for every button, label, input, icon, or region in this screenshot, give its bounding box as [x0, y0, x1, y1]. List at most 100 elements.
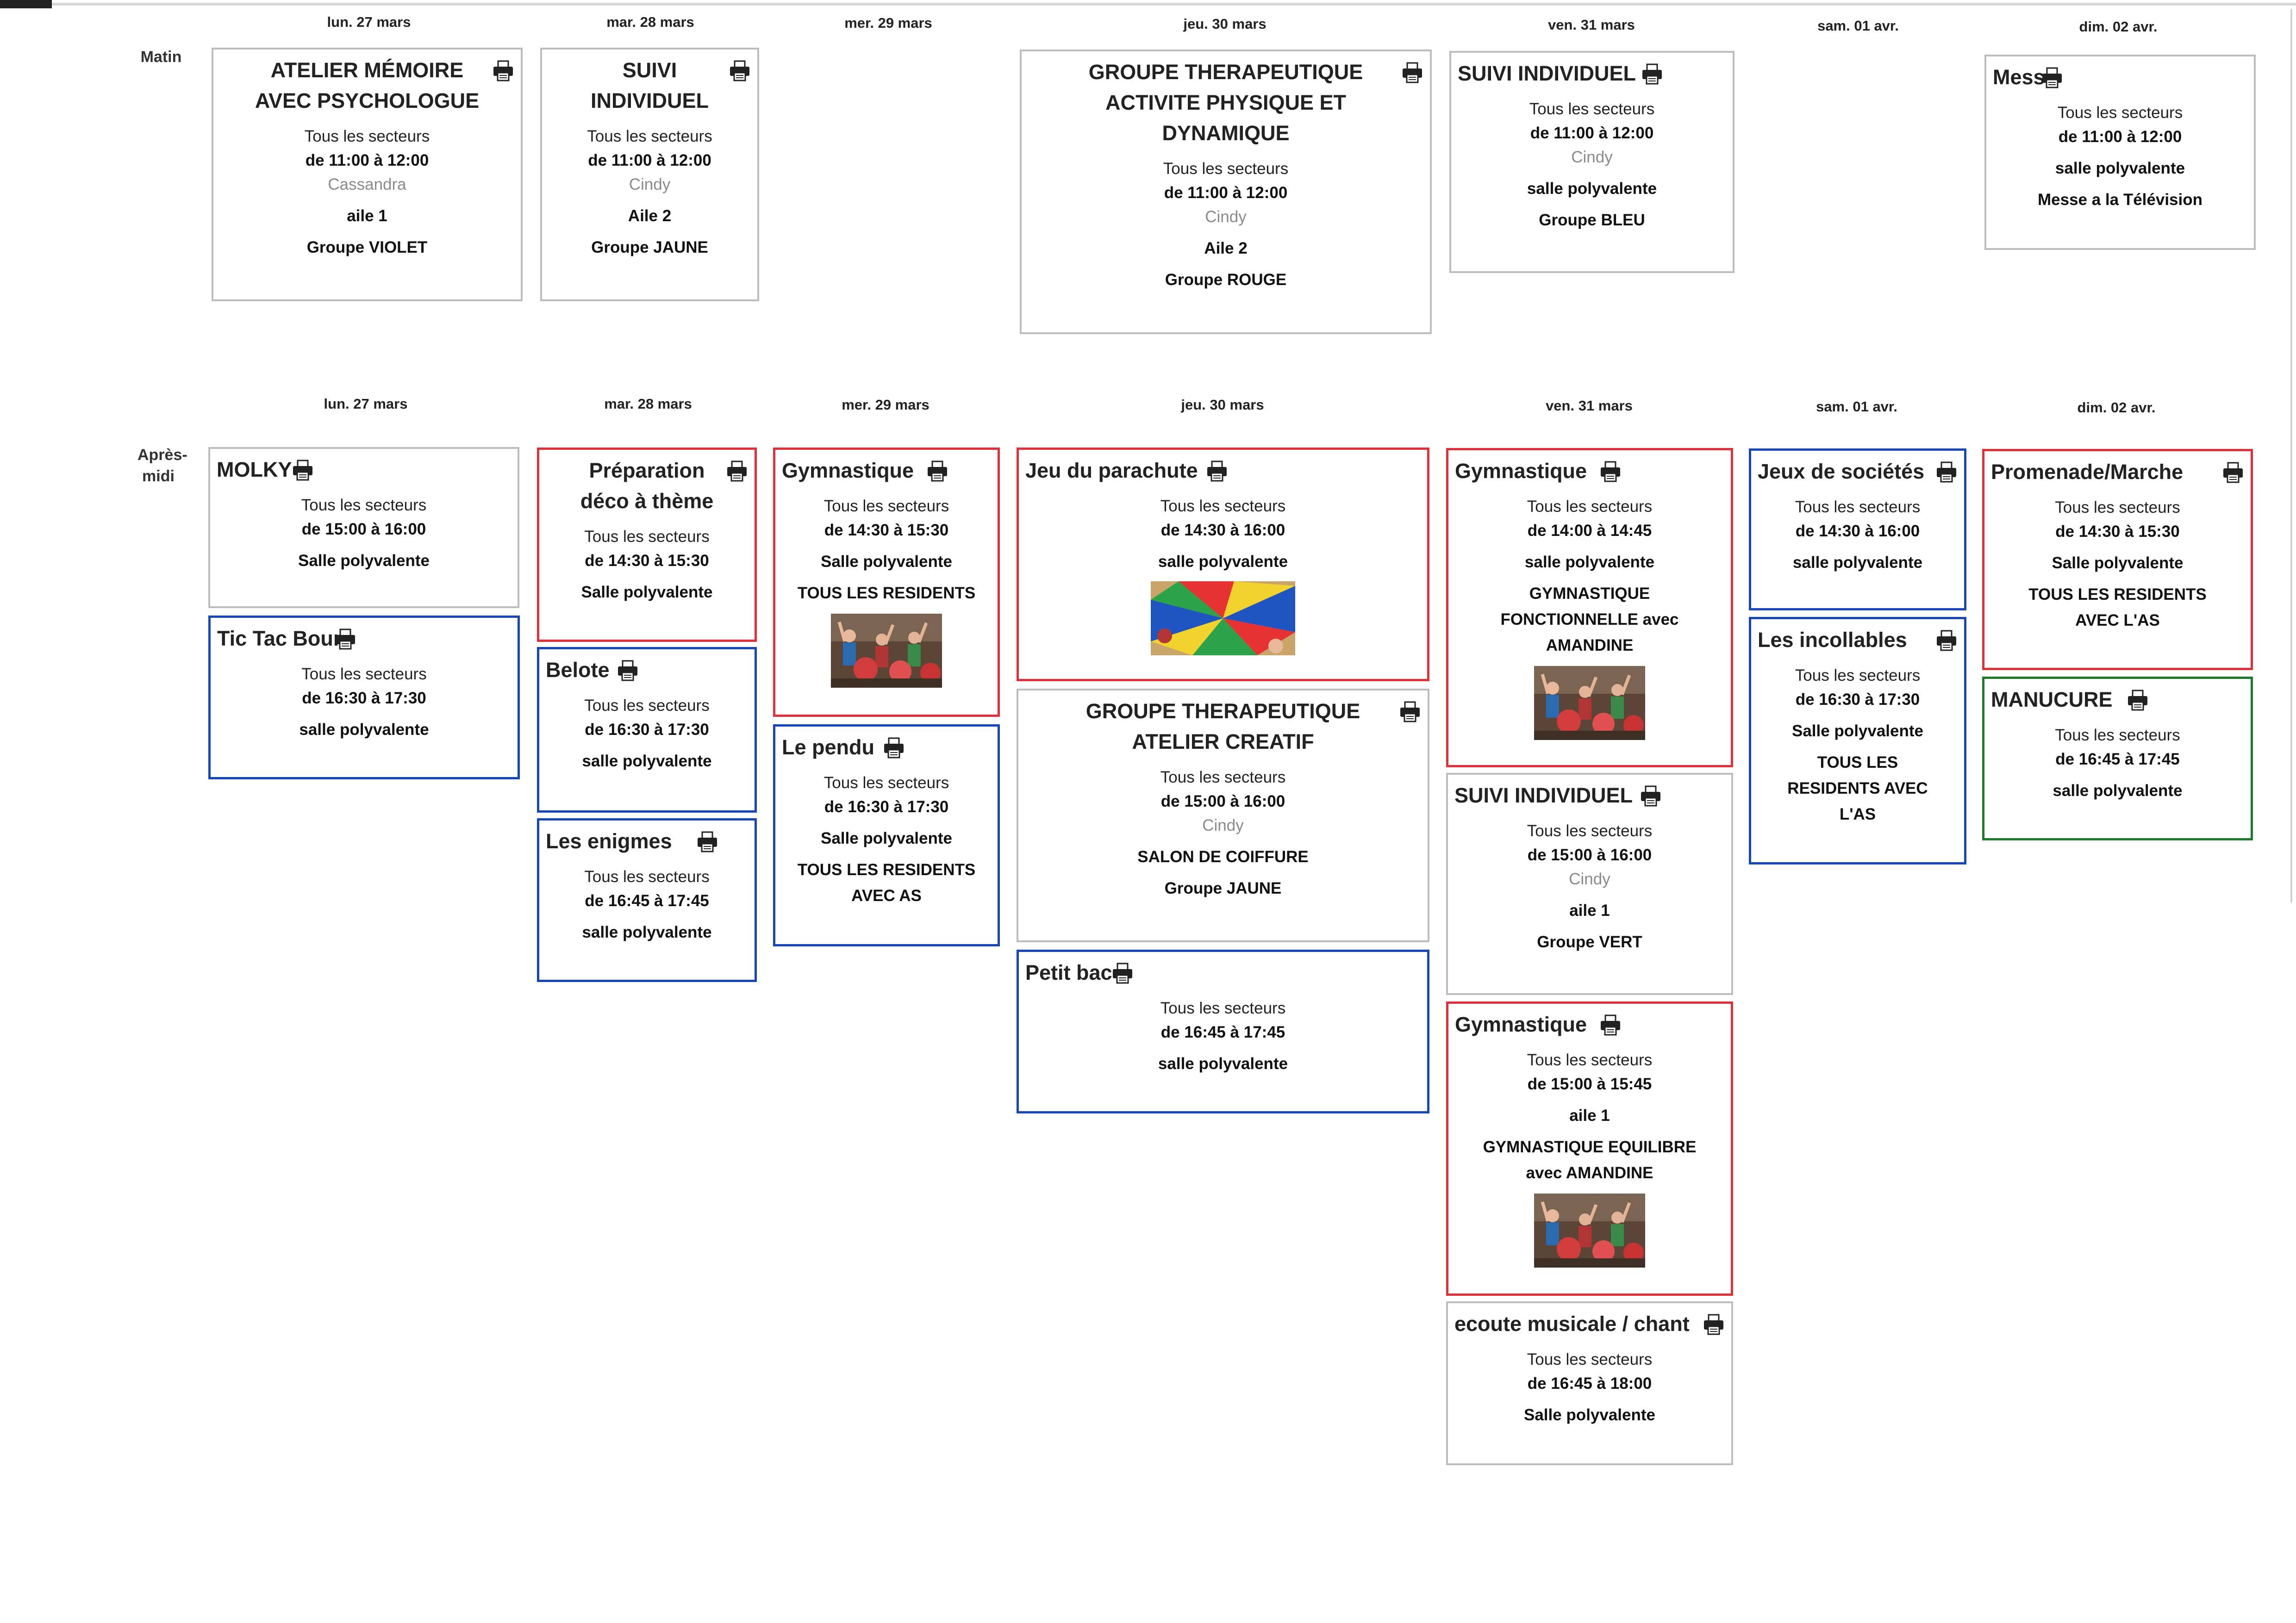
activity-card[interactable]: SUIVI INDIVIDUEL Tous les secteurs de 11… — [540, 48, 759, 301]
activity-place: salle polyvalente — [1524, 553, 1655, 571]
activity-sector: Tous les secteurs — [2057, 104, 2183, 122]
activity-title: Gymnastique — [1455, 1013, 1587, 1036]
activity-title: MANUCURE — [1991, 688, 2113, 711]
activity-group: Groupe BLEU — [1539, 211, 1645, 229]
activity-animator: Cindy — [1205, 208, 1247, 226]
activity-place: salle polyvalente — [1158, 1055, 1288, 1073]
printer-icon[interactable] — [617, 659, 639, 682]
printer-icon[interactable] — [1640, 785, 1662, 807]
printer-icon[interactable] — [1935, 629, 1958, 652]
activity-card[interactable]: Les enigmes Tous les secteurs de 16:45 à… — [537, 818, 757, 982]
printer-icon[interactable] — [492, 60, 514, 82]
scan-top-edge — [52, 3, 2296, 6]
activity-place: salle polyvalente — [1158, 553, 1288, 571]
activity-place: Salle polyvalente — [581, 583, 713, 601]
activity-card[interactable]: Gymnastique Tous les secteurs de 15:00 à… — [1446, 1001, 1733, 1296]
activity-hours: de 14:30 à 16:00 — [1795, 522, 1920, 540]
printer-icon[interactable] — [1599, 1014, 1622, 1036]
activity-card[interactable]: ecoute musicale / chant Tous les secteur… — [1446, 1301, 1733, 1465]
activity-place: aile 1 — [1569, 1107, 1610, 1125]
printer-icon[interactable] — [883, 737, 905, 759]
activity-card[interactable]: Les incollables Tous les secteurs de 16:… — [1749, 617, 1966, 864]
activity-place: Aile 2 — [628, 207, 672, 225]
morning-day-header-sun: dim. 02 avr. — [2079, 19, 2158, 35]
printer-icon[interactable] — [1399, 701, 1421, 723]
printer-icon[interactable] — [2222, 461, 2244, 484]
activity-title: GROUPE THERAPEUTIQUE ACTIVITE PHYSIQUE E… — [1088, 60, 1363, 145]
activity-card[interactable]: Messe Tous les secteurs de 11:00 à 12:00… — [1984, 55, 2256, 250]
activity-card[interactable]: Préparation déco à thème Tous les secteu… — [537, 448, 757, 642]
activity-sector: Tous les secteurs — [1795, 498, 1921, 516]
activity-card[interactable]: SUIVI INDIVIDUEL Tous les secteurs de 11… — [1449, 51, 1734, 273]
activity-card[interactable]: Jeu du parachute Tous les secteurs de 14… — [1017, 448, 1429, 681]
printer-icon[interactable] — [1401, 62, 1423, 84]
printer-icon[interactable] — [1703, 1313, 1725, 1336]
afternoon-day-header-thu: jeu. 30 mars — [1181, 397, 1264, 413]
printer-icon[interactable] — [334, 628, 356, 650]
afternoon-day-header-wed: mer. 29 mars — [842, 397, 930, 413]
activity-place: aile 1 — [347, 207, 387, 225]
activity-card[interactable]: MANUCURE Tous les secteurs de 16:45 à 17… — [1982, 677, 2253, 840]
activity-card[interactable]: Petit bac Tous les secteurs de 16:45 à 1… — [1017, 950, 1429, 1113]
activity-title: Le pendu — [782, 735, 874, 759]
activity-title: Jeu du parachute — [1025, 459, 1198, 482]
activity-place: Salle polyvalente — [1791, 722, 1924, 740]
activity-card[interactable]: Belote Tous les secteurs de 16:30 à 17:3… — [537, 647, 757, 813]
activity-sector: Tous les secteurs — [301, 496, 427, 514]
printer-icon[interactable] — [292, 459, 314, 481]
activity-card[interactable]: GROUPE THERAPEUTIQUE ACTIVITE PHYSIQUE E… — [1020, 50, 1432, 334]
activity-group: GYMNASTIQUE EQUILIBRE avec AMANDINE — [1483, 1138, 1697, 1182]
printer-icon[interactable] — [1111, 962, 1134, 984]
activity-hours: de 14:30 à 15:30 — [824, 521, 949, 539]
activity-card[interactable]: SUIVI INDIVIDUEL Tous les secteurs de 15… — [1446, 773, 1733, 995]
activity-sector: Tous les secteurs — [304, 127, 430, 145]
printer-icon[interactable] — [729, 60, 751, 82]
activity-hours: de 15:00 à 15:45 — [1527, 1075, 1652, 1093]
activity-card[interactable]: Le pendu Tous les secteurs de 16:30 à 17… — [773, 724, 1000, 946]
printer-icon[interactable] — [2041, 67, 2063, 89]
activity-card[interactable]: Gymnastique Tous les secteurs de 14:30 à… — [773, 448, 1000, 717]
activity-sector: Tous les secteurs — [2055, 726, 2180, 744]
activity-hours: de 16:30 à 17:30 — [585, 721, 709, 739]
printer-icon[interactable] — [726, 460, 748, 482]
activity-title: SUIVI INDIVIDUEL — [590, 58, 709, 112]
activity-title: Belote — [546, 658, 610, 682]
afternoon-day-header-mon: lun. 27 mars — [324, 396, 408, 412]
activity-hours: de 15:00 à 16:00 — [1160, 792, 1285, 810]
activity-hours: de 11:00 à 12:00 — [305, 151, 429, 169]
activity-card[interactable]: Gymnastique Tous les secteurs de 14:00 à… — [1446, 448, 1733, 767]
activity-hours: de 11:00 à 12:00 — [588, 151, 711, 169]
printer-icon[interactable] — [926, 460, 948, 482]
activity-hours: de 16:45 à 18:00 — [1527, 1374, 1652, 1393]
activity-photo — [831, 614, 942, 688]
activity-hours: de 16:30 à 17:30 — [1795, 690, 1920, 709]
activity-place: salle polyvalente — [2053, 782, 2183, 800]
printer-icon[interactable] — [1599, 460, 1622, 483]
activity-title: MOLKY — [217, 458, 292, 481]
printer-icon[interactable] — [2127, 689, 2149, 711]
printer-icon[interactable] — [1641, 63, 1663, 85]
morning-day-header-thu: jeu. 30 mars — [1183, 16, 1267, 32]
printer-icon[interactable] — [696, 831, 718, 853]
activity-title: Préparation déco à thème — [580, 459, 714, 513]
activity-hours: de 15:00 à 16:00 — [301, 520, 426, 538]
afternoon-day-header-tue: mar. 28 mars — [604, 396, 692, 412]
activity-title: SUIVI INDIVIDUEL — [1458, 62, 1636, 85]
activity-title: Gymnastique — [782, 459, 914, 482]
activity-animator: Cindy — [1202, 816, 1244, 834]
activity-card[interactable]: GROUPE THERAPEUTIQUE ATELIER CREATIF Tou… — [1017, 689, 1429, 942]
activity-place: Salle polyvalente — [820, 829, 953, 847]
activity-card[interactable]: Jeux de sociétés Tous les secteurs de 14… — [1749, 448, 1966, 610]
activity-sector: Tous les secteurs — [1529, 100, 1655, 118]
activity-hours: de 16:30 à 17:30 — [824, 798, 949, 816]
activity-sector: Tous les secteurs — [824, 774, 949, 792]
activity-card[interactable]: ATELIER MÉMOIRE AVEC PSYCHOLOGUE Tous le… — [212, 48, 523, 301]
morning-day-header-tue: mar. 28 mars — [606, 14, 694, 30]
printer-icon[interactable] — [1206, 460, 1228, 482]
activity-place: salle polyvalente — [582, 923, 712, 941]
activity-card[interactable]: Promenade/Marche Tous les secteurs de 14… — [1982, 449, 2253, 670]
activity-title: Messe — [1993, 65, 2057, 89]
activity-card[interactable]: MOLKY Tous les secteurs de 15:00 à 16:00… — [208, 447, 519, 608]
printer-icon[interactable] — [1935, 461, 1958, 483]
activity-card[interactable]: Tic Tac Boum Tous les secteurs de 16:30 … — [208, 616, 520, 779]
